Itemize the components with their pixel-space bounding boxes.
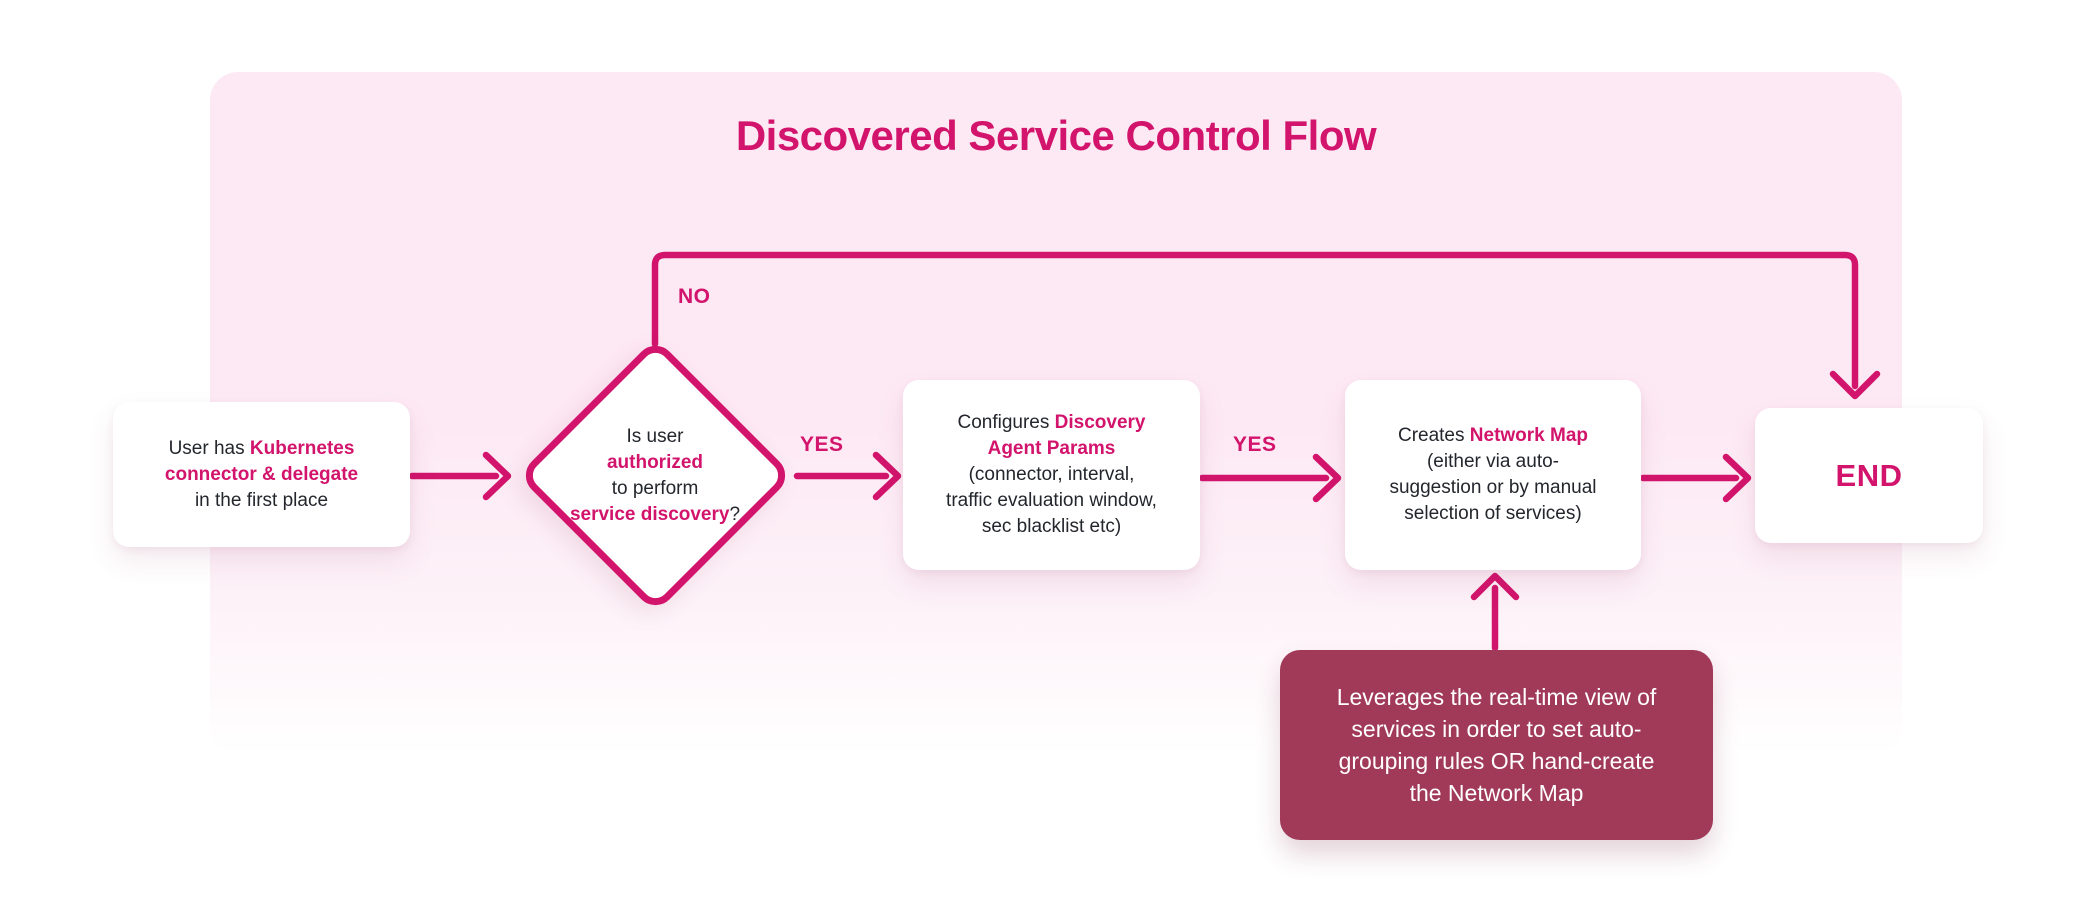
configure-line: sec blacklist etc) — [981, 516, 1122, 537]
configure-line: traffic evaluation window, — [946, 490, 1157, 511]
decision-line: Is user — [626, 426, 684, 447]
decision-line: to perform — [611, 478, 699, 499]
decision-line: service discovery? — [545, 502, 765, 528]
configure-text: Configures — [957, 412, 1055, 433]
decision-accent-text: service discovery — [569, 504, 730, 525]
note-line: the Network Map — [1409, 780, 1584, 806]
node-start-text: User has — [168, 437, 250, 459]
create-map-line: suggestion or by manual — [1389, 477, 1597, 498]
decision-text: ? — [729, 504, 741, 525]
create-map-line: selection of services) — [1404, 503, 1582, 524]
create-map-text: Creates — [1397, 425, 1470, 446]
node-create-network-map: Creates Network Map (either via auto- su… — [1345, 380, 1641, 570]
yes-branch-label-1: YES — [800, 433, 844, 456]
create-map-accent-text: Network Map — [1469, 425, 1589, 446]
decision-accent-line: authorized — [606, 452, 704, 473]
configure-line: (connector, interval, — [968, 464, 1135, 485]
node-start-line: User has Kubernetes — [169, 436, 355, 462]
configure-accent-line: Agent Params — [987, 438, 1116, 459]
node-start: User has Kubernetes connector & delegate… — [113, 402, 410, 547]
configure-line: Configures Discovery — [957, 410, 1145, 436]
node-configure-agent-params: Configures Discovery Agent Params (conne… — [903, 380, 1200, 570]
note-line: grouping rules OR hand-create — [1338, 748, 1655, 774]
node-decision: Is user authorized to perform service di… — [545, 424, 765, 528]
note-line: Leverages the real-time view of — [1336, 684, 1657, 710]
note-leverages-realtime-view: Leverages the real-time view of services… — [1280, 650, 1713, 840]
configure-accent-text: Discovery — [1054, 412, 1146, 433]
page-title: Discovered Service Control Flow — [735, 112, 1377, 159]
node-end: END — [1755, 408, 1983, 543]
node-start-accent-line: connector & delegate — [164, 463, 359, 485]
node-start-accent-text: Kubernetes — [249, 437, 355, 459]
node-start-line: in the first place — [194, 489, 329, 511]
note-line: services in order to set auto- — [1351, 716, 1642, 742]
create-map-line: (either via auto- — [1426, 451, 1559, 472]
create-map-line: Creates Network Map — [1398, 423, 1588, 449]
yes-branch-label-2: YES — [1233, 433, 1277, 456]
no-branch-label: NO — [678, 285, 711, 308]
